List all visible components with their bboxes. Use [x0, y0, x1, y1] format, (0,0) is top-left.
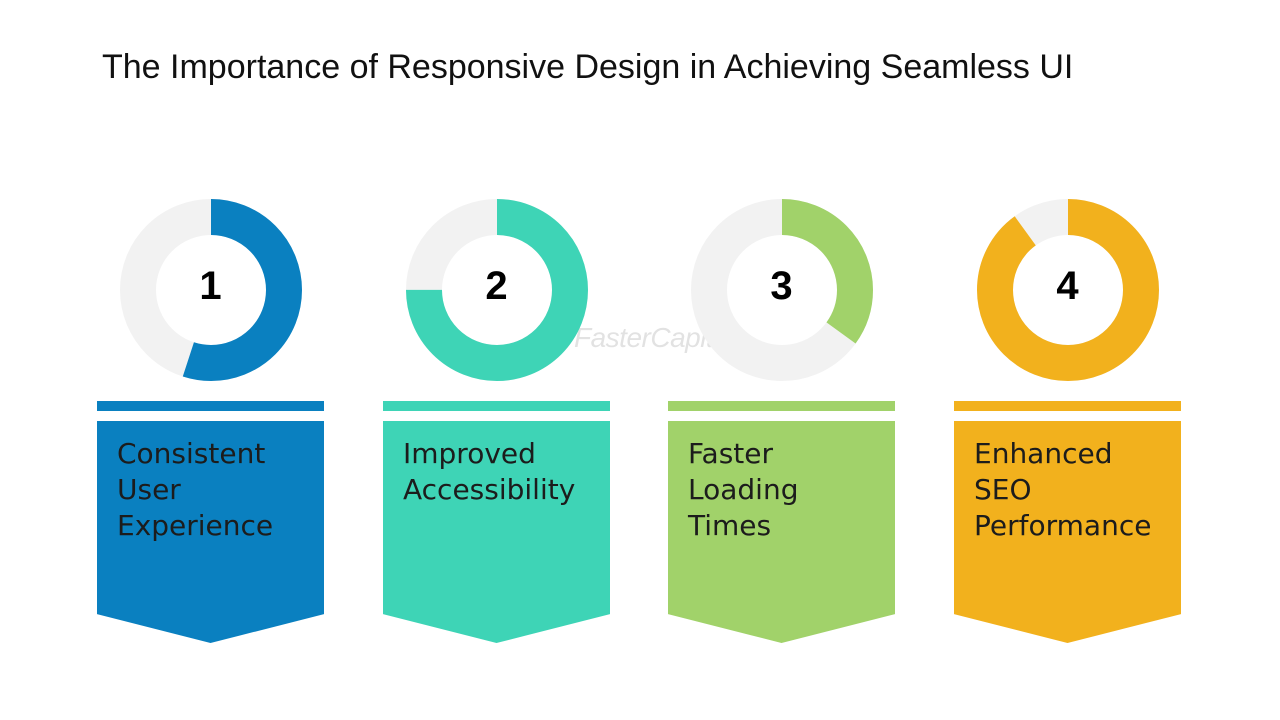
donut-chart-1: [97, 196, 324, 386]
item-label: Enhanced SEO Performance: [974, 437, 1152, 542]
item-number: 2: [485, 264, 508, 308]
item-label: Consistent User Experience: [117, 437, 274, 542]
item-number: 4: [1056, 264, 1079, 308]
label-banner: Consistent User Experience: [97, 421, 324, 643]
item-number: 3: [770, 264, 793, 308]
donut-arc: [977, 199, 1159, 381]
donut-chart-3: [668, 196, 895, 386]
accent-bar: [668, 401, 895, 411]
item-label: Faster Loading Times: [688, 437, 799, 542]
accent-bar: [383, 401, 610, 411]
item-2: 2 Improved Accessibility: [383, 196, 610, 646]
donut-arc: [406, 199, 588, 381]
accent-bar: [97, 401, 324, 411]
page-title: The Importance of Responsive Design in A…: [102, 48, 1074, 86]
item-number: 1: [199, 264, 222, 308]
donut-svg-3: [691, 199, 873, 381]
donut-chart-4: [954, 196, 1181, 386]
donut-svg-2: [406, 199, 588, 381]
donut-arc: [691, 199, 873, 381]
donut-arc: [120, 199, 302, 381]
label-banner: Faster Loading Times: [668, 421, 895, 643]
donut-svg-1: [120, 199, 302, 381]
label-banner: Enhanced SEO Performance: [954, 421, 1181, 643]
donut-chart-2: [383, 196, 610, 386]
item-4: 4 Enhanced SEO Performance: [954, 196, 1181, 646]
label-banner: Improved Accessibility: [383, 421, 610, 643]
item-label: Improved Accessibility: [403, 437, 576, 506]
item-1: 1 Consistent User Experience: [97, 196, 324, 646]
donut-svg-4: [977, 199, 1159, 381]
item-3: 3 Faster Loading Times: [668, 196, 895, 646]
accent-bar: [954, 401, 1181, 411]
